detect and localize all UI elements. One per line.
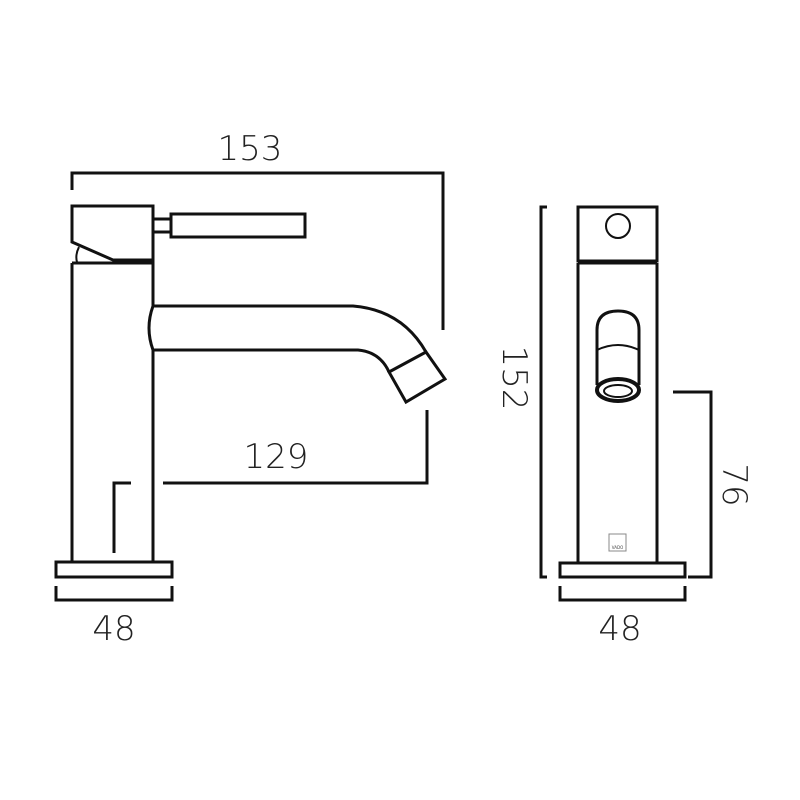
handle-cap — [576, 205, 659, 263]
aerator-outlet — [595, 377, 641, 403]
handle-collar — [75, 246, 80, 263]
dimension-label-spout-reach: 129 — [244, 437, 309, 477]
dimension-line-overall-width — [70, 171, 445, 330]
dimension-label-overall-height: 152 — [494, 346, 534, 411]
dimension-label-base-width-front: 48 — [92, 609, 135, 649]
dimension-line-base-width-side — [558, 586, 687, 602]
spout-side — [595, 309, 641, 385]
handle-body — [70, 204, 155, 262]
base-plate — [54, 560, 174, 579]
tap-body-side — [576, 261, 659, 562]
front-view: 153 129 48 — [54, 129, 448, 649]
dimension-line-spout-height — [673, 390, 713, 579]
dimension-line-base-width-front — [54, 586, 174, 602]
lever-end-circle — [605, 213, 631, 239]
dimension-label-spout-height: 76 — [714, 463, 754, 506]
vado-logo: VADO — [608, 533, 627, 552]
spout — [147, 304, 428, 373]
dimension-line-overall-height — [539, 205, 547, 579]
aerator-inner — [603, 384, 633, 398]
svg-text:VADO: VADO — [612, 545, 623, 550]
dimension-line-spout-reach — [112, 410, 429, 553]
base-plate-side — [558, 561, 687, 579]
lever-stem — [151, 217, 173, 234]
dimension-label-base-width-side: 48 — [598, 609, 641, 649]
side-view: VADO 152 76 48 — [494, 205, 754, 649]
aerator-nozzle — [386, 350, 448, 405]
spout-side-band — [596, 344, 640, 351]
dimension-label-overall-width: 153 — [218, 129, 283, 169]
lever-arm — [169, 212, 307, 239]
tap-body — [70, 261, 155, 562]
